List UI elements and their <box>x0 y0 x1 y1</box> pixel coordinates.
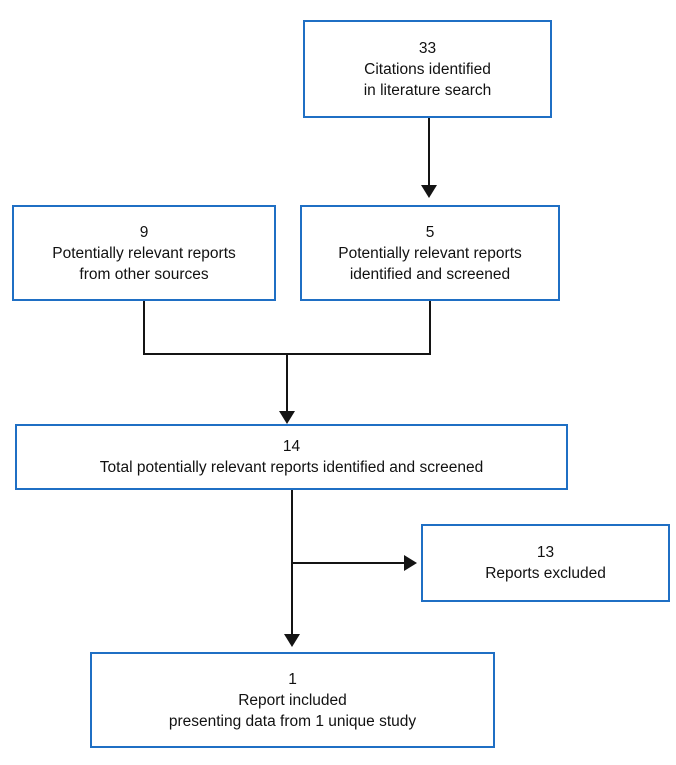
node-report-included: 1 Report included presenting data from 1… <box>90 652 495 748</box>
node-total-relevant-reports: 14 Total potentially relevant reports id… <box>15 424 568 490</box>
node-total-count: 14 <box>282 438 301 455</box>
node-screened-count: 5 <box>425 223 435 241</box>
node-included-line1: Report included <box>238 691 347 709</box>
node-excluded-line1: Reports excluded <box>485 565 606 582</box>
node-identified-and-screened: 5 Potentially relevant reports identifie… <box>300 205 560 301</box>
node-other-sources-line1: Potentially relevant reports <box>52 244 236 262</box>
node-citations-line2: in literature search <box>363 81 492 99</box>
node-other-sources-count: 9 <box>139 223 149 241</box>
node-excluded-count: 13 <box>536 544 555 561</box>
arrowhead-total-to-included <box>284 634 300 647</box>
node-total-line1: Total potentially relevant reports ident… <box>99 459 484 476</box>
node-citations-line1: Citations identified <box>364 60 491 78</box>
node-screened-line2: identified and screened <box>349 265 511 283</box>
node-included-count: 1 <box>288 670 297 688</box>
node-reports-excluded: 13 Reports excluded <box>421 524 670 602</box>
connector-screened-stem <box>429 301 431 355</box>
node-citations-identified: 33 Citations identified in literature se… <box>303 20 552 118</box>
connector-total-to-excluded <box>291 562 404 564</box>
node-other-sources: 9 Potentially relevant reports from othe… <box>12 205 276 301</box>
arrowhead-citations-to-screened <box>421 185 437 198</box>
node-other-sources-line2: from other sources <box>79 265 209 283</box>
node-citations-count: 33 <box>418 39 437 57</box>
node-included-line2: presenting data from 1 unique study <box>168 712 417 730</box>
connector-citations-to-screened <box>428 118 430 185</box>
connector-merge-to-total <box>286 353 288 411</box>
connector-other-sources-stem <box>143 301 145 355</box>
arrowhead-merge-to-total <box>279 411 295 424</box>
node-screened-line1: Potentially relevant reports <box>338 244 522 262</box>
arrowhead-total-to-excluded <box>404 555 417 571</box>
